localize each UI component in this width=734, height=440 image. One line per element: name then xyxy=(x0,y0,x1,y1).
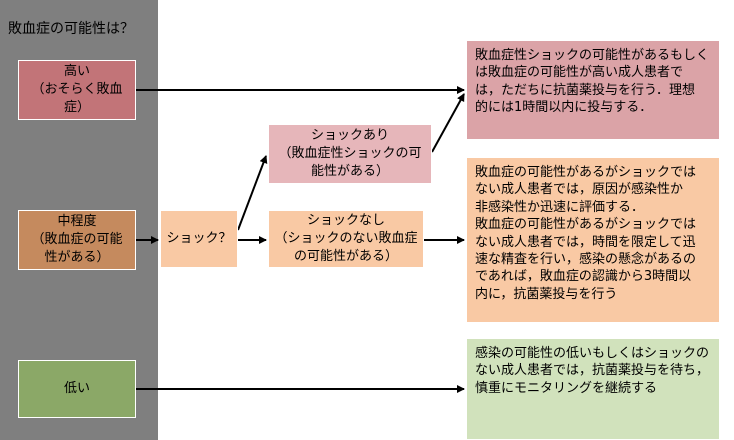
likelihood-mid-note-2: 性がある） xyxy=(44,250,110,265)
outcome-high-line: 的には1時間以内に投与する． xyxy=(475,100,653,116)
outcome-mid-line: 内に，抗菌薬投与を行う xyxy=(475,286,618,302)
shock-yes-label: ショックあり xyxy=(310,128,389,143)
outcome-mid-line: 敗血症の可能性があるがショックでは xyxy=(475,217,697,233)
likelihood-mid-label: 中程度 xyxy=(57,214,97,229)
likelihood-mid-box: 中程度 （敗血症の可能 性がある） xyxy=(18,210,136,270)
shock-no-box: ショックなし （ショックのない敗血症 の可能性がある） xyxy=(268,210,424,268)
likelihood-low-box: 低い xyxy=(18,360,136,418)
outcome-low-line: 慎重にモニタリングを継続する xyxy=(475,380,658,396)
outcome-low-line: 感染の可能性の低いもしくはショックの xyxy=(475,346,710,361)
outcome-high-line: は敗血症の可能性が高い成人患者で xyxy=(475,65,684,81)
outcome-low-line: ない成人患者では，抗菌薬投与を待ち， xyxy=(475,363,710,379)
outcome-mid-line: 速な精査を行い，感染の懸念があるの xyxy=(475,252,697,268)
likelihood-high-note: （おそらく敗血症） xyxy=(31,82,123,115)
shock-yes-note-1: （敗血症性ショックの可 xyxy=(278,146,422,161)
shock-question-label: ショック？ xyxy=(166,231,232,246)
likelihood-high-label: 高い xyxy=(63,64,90,79)
outcome-mid-line: 敗血症の可能性があるがショックでは xyxy=(475,165,697,180)
outcome-low-box: 感染の可能性の低いもしくはショックの ない成人患者では，抗菌薬投与を待ち， 慎重… xyxy=(466,338,720,440)
shock-no-note-1: （ショックのない敗血症 xyxy=(274,231,418,246)
likelihood-high-box: 高い （おそらく敗血症） xyxy=(18,60,136,120)
shock-no-note-2: の可能性がある） xyxy=(293,249,398,264)
outcome-high-box: 敗血症性ショックの可能性があるもしく は敗血症の可能性が高い成人患者で は，ただ… xyxy=(466,40,720,140)
outcome-high-line: 敗血症性ショックの可能性があるもしく xyxy=(475,48,710,63)
outcome-mid-line: ない成人患者では，原因が感染性か xyxy=(475,182,684,198)
shock-no-label: ショックなし xyxy=(306,213,385,228)
outcome-mid-line: であれば，敗血症の認識から3時間以 xyxy=(475,269,692,285)
outcome-mid-line: ない成人患者では，時間を限定して迅 xyxy=(475,234,696,250)
diagram-title: 敗血症の可能性は？ xyxy=(8,21,134,37)
likelihood-low-label: 低い xyxy=(63,381,90,396)
likelihood-mid-note-1: （敗血症の可能 xyxy=(31,232,123,247)
outcome-mid-box: 敗血症の可能性があるがショックでは ない成人患者では，原因が感染性か 非感染性か… xyxy=(466,157,720,323)
arrow-yes-to-outcome-high xyxy=(431,93,465,153)
shock-question-box: ショック？ xyxy=(160,210,238,268)
shock-yes-box: ショックあり （敗血症性ショックの可 能性がある） xyxy=(268,124,432,184)
arrow-shock-to-yes xyxy=(237,155,268,231)
outcome-mid-line: 非感染性か迅速に評価する． xyxy=(475,199,645,215)
shock-yes-note-2: 能性がある） xyxy=(310,164,389,179)
outcome-high-line: は，ただちに抗菌薬投与を行う．理想 xyxy=(475,82,695,98)
